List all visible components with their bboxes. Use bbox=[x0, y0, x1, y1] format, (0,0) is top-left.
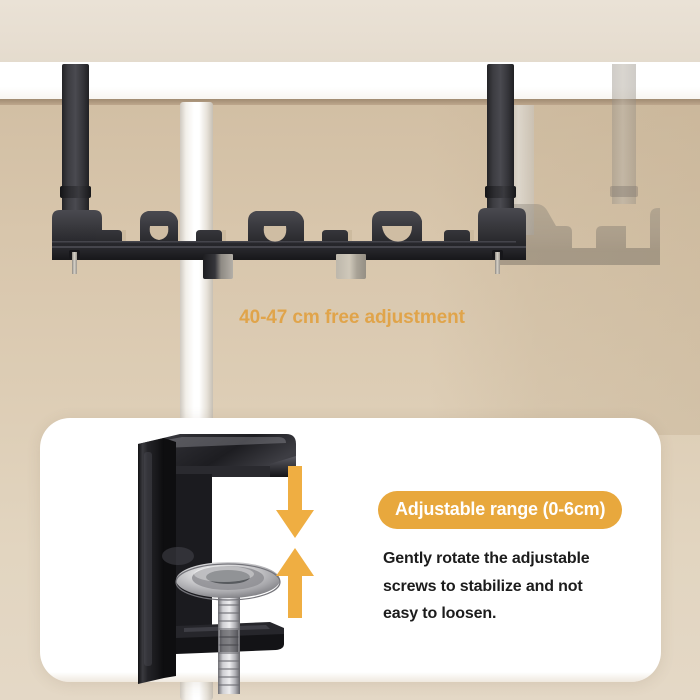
adjustment-range-label: 40-47 cm free adjustment bbox=[239, 307, 465, 328]
floor-shadow-right bbox=[430, 105, 700, 435]
right-arm-collar bbox=[485, 186, 516, 198]
desk-surface bbox=[0, 62, 700, 102]
arrow-down-icon bbox=[275, 466, 315, 545]
left-screw-pin bbox=[72, 252, 77, 274]
desk-clamp-illustration bbox=[120, 430, 320, 700]
arrow-up-icon bbox=[275, 548, 315, 623]
cable-clip-block-1 bbox=[203, 254, 233, 279]
cable-clip-block-2 bbox=[336, 254, 366, 279]
ghost-arm-collar bbox=[610, 186, 638, 197]
cable-tray-bar-ghost bbox=[0, 186, 700, 276]
wall-background bbox=[0, 0, 700, 64]
left-arm-collar bbox=[60, 186, 91, 198]
instruction-text: Gently rotate the adjustable screws to s… bbox=[383, 550, 590, 623]
desk-edge-shadow bbox=[0, 99, 700, 106]
cable-tray-bar bbox=[0, 186, 700, 276]
extended-position-ghost-arm bbox=[612, 64, 636, 204]
cable-tray-assembly bbox=[0, 64, 700, 279]
card-bottom-shade bbox=[40, 672, 661, 682]
right-screw-pin bbox=[495, 252, 500, 274]
adjustable-range-badge: Adjustable range (0-6cm) bbox=[378, 491, 623, 529]
